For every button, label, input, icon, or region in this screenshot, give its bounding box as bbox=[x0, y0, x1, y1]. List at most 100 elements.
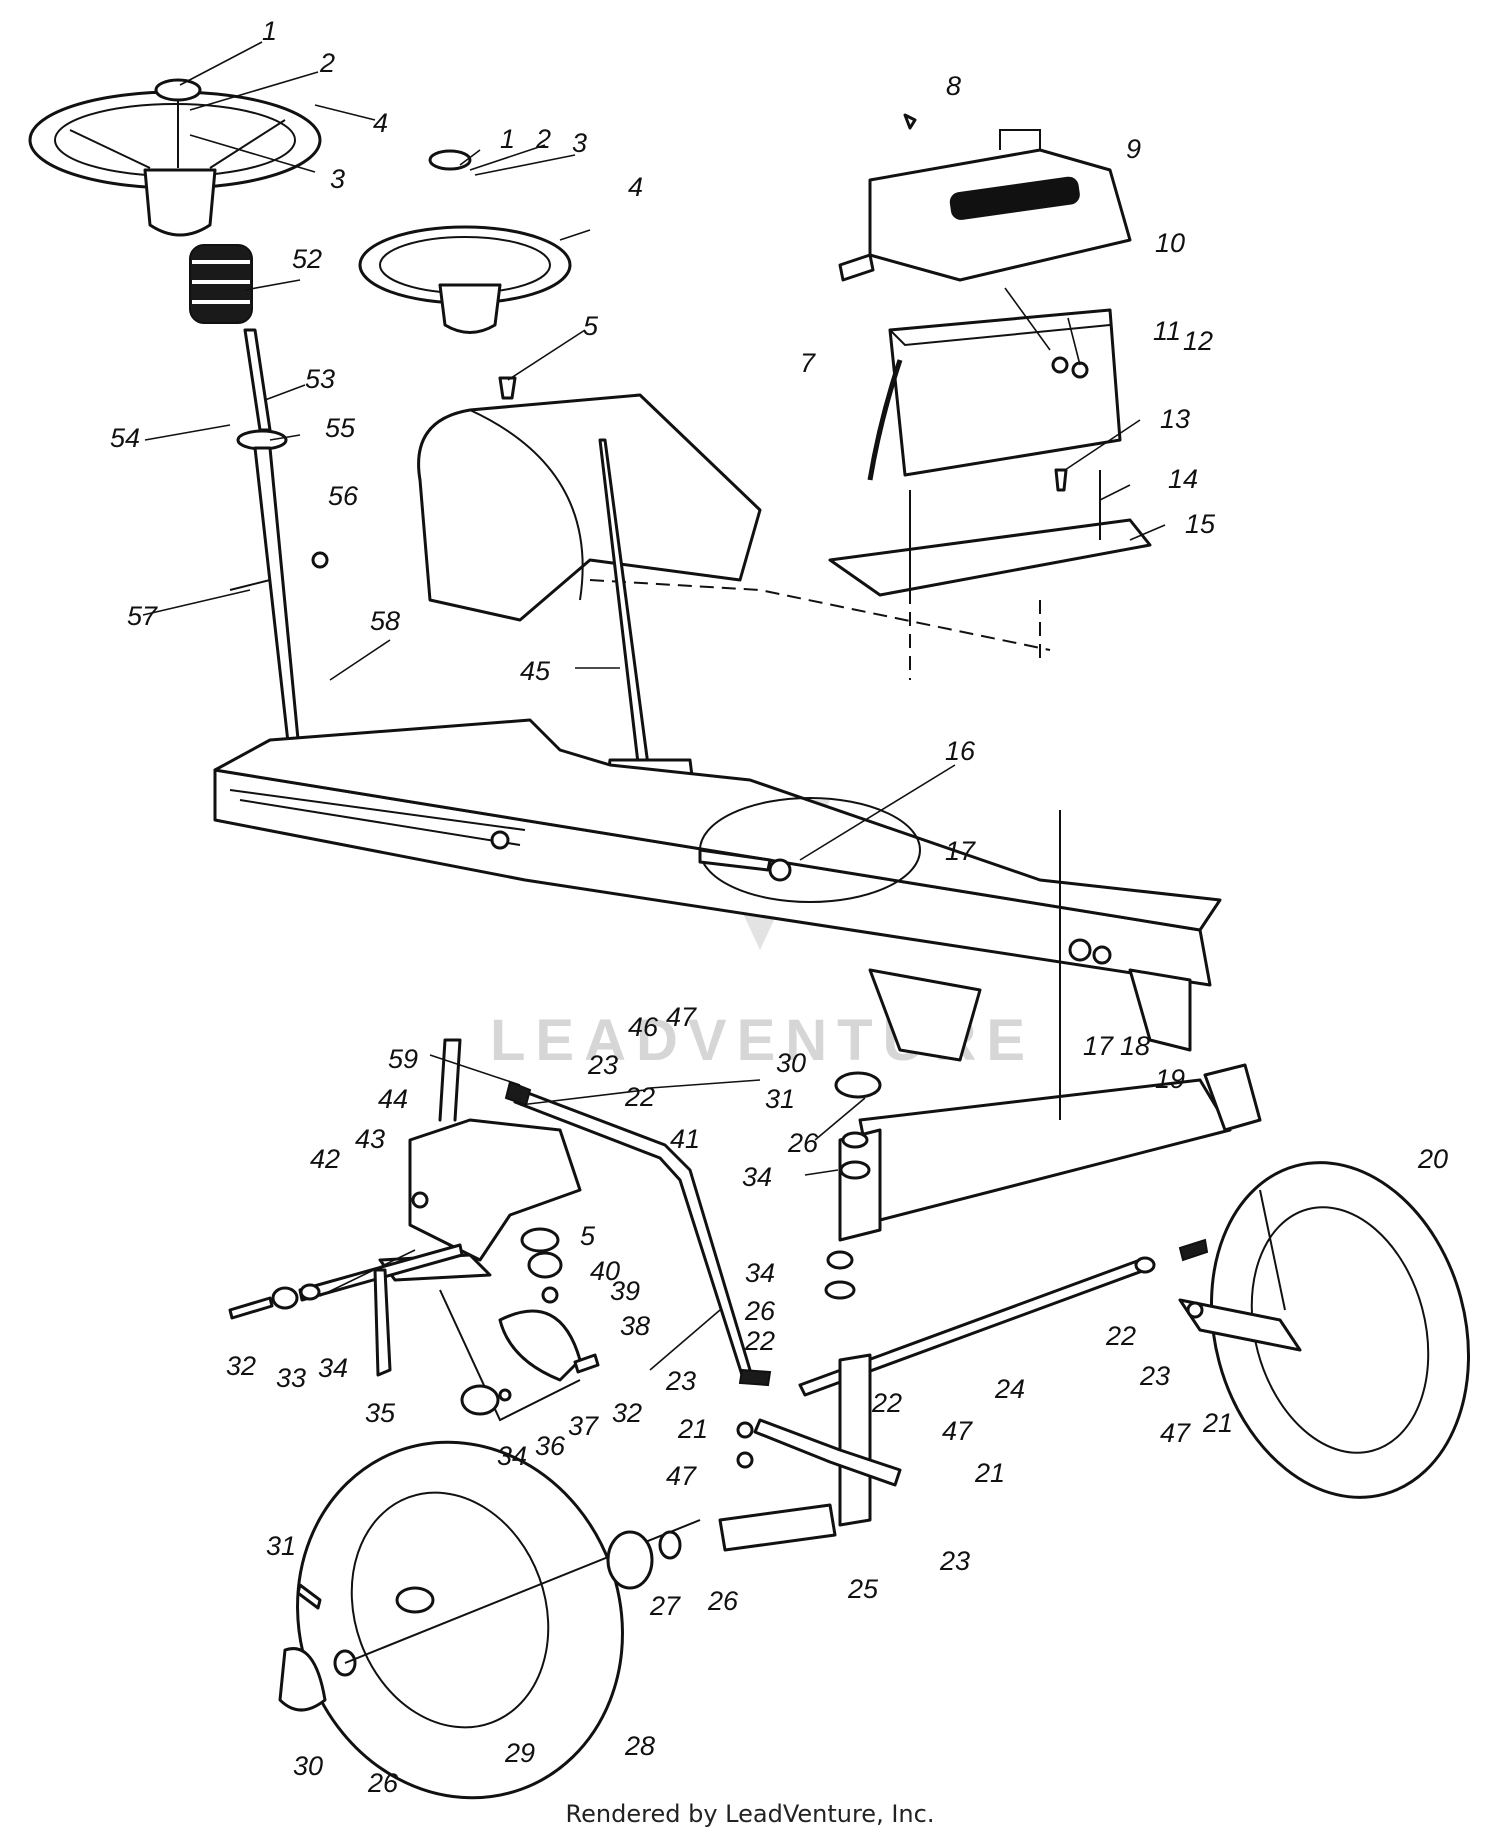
callout-32: 32 bbox=[226, 1351, 256, 1381]
callout-33: 33 bbox=[276, 1363, 306, 1393]
callout-28: 28 bbox=[624, 1731, 655, 1761]
callout-26: 26 bbox=[367, 1768, 399, 1798]
callout-26: 26 bbox=[744, 1296, 776, 1326]
callout-5: 5 bbox=[580, 1221, 596, 1251]
callout-11: 11 bbox=[1153, 316, 1181, 346]
callout-22: 22 bbox=[1105, 1321, 1136, 1351]
callout-37: 37 bbox=[568, 1411, 599, 1441]
spindle-left bbox=[718, 1353, 902, 1552]
callout-21: 21 bbox=[1202, 1408, 1233, 1438]
callout-17: 17 bbox=[945, 836, 976, 866]
callout-3: 3 bbox=[572, 128, 587, 158]
callout-14: 14 bbox=[1168, 464, 1198, 494]
chassis-frame bbox=[213, 718, 1222, 1062]
axle-spindle-bushings bbox=[824, 1071, 882, 1300]
battery-cover bbox=[868, 113, 1132, 282]
steering-spring bbox=[189, 244, 253, 324]
callout-26: 26 bbox=[787, 1128, 819, 1158]
callout-10: 10 bbox=[1155, 228, 1185, 258]
callout-29: 29 bbox=[504, 1738, 535, 1768]
callout-7: 7 bbox=[800, 348, 816, 378]
tie-rod bbox=[798, 1238, 1209, 1397]
callout-23: 23 bbox=[665, 1366, 696, 1396]
callout-19: 19 bbox=[1155, 1064, 1185, 1094]
callout-23: 23 bbox=[939, 1546, 970, 1576]
callout-25: 25 bbox=[847, 1574, 879, 1604]
drag-link bbox=[504, 1080, 772, 1387]
callout-41: 41 bbox=[670, 1124, 700, 1154]
callout-15: 15 bbox=[1185, 509, 1216, 539]
callout-53: 53 bbox=[305, 364, 335, 394]
callout-56: 56 bbox=[328, 481, 359, 511]
callout-30: 30 bbox=[293, 1751, 323, 1781]
parts-diagram: LEADVENTURE bbox=[28, 16, 1471, 1800]
callout-27: 27 bbox=[649, 1591, 681, 1621]
callout-2: 2 bbox=[319, 48, 335, 78]
callout-4: 4 bbox=[628, 172, 643, 202]
callout-57: 57 bbox=[127, 601, 158, 631]
callout-52: 52 bbox=[292, 244, 322, 274]
callout-4: 4 bbox=[373, 108, 388, 138]
callout-34: 34 bbox=[318, 1353, 348, 1383]
callout-12: 12 bbox=[1183, 326, 1213, 356]
callout-46: 46 bbox=[628, 1012, 659, 1042]
callout-47: 47 bbox=[666, 1002, 697, 1032]
callout-9: 9 bbox=[1126, 134, 1141, 164]
callout-16: 16 bbox=[945, 736, 976, 766]
callout-21: 21 bbox=[974, 1458, 1005, 1488]
callout-3: 3 bbox=[330, 164, 345, 194]
callout-1: 1 bbox=[500, 124, 515, 154]
callout-2: 2 bbox=[535, 124, 551, 154]
callout-31: 31 bbox=[266, 1531, 296, 1561]
callout-43: 43 bbox=[355, 1124, 385, 1154]
callout-59: 59 bbox=[388, 1044, 418, 1074]
callout-23: 23 bbox=[1139, 1361, 1170, 1391]
steering-gear bbox=[439, 1227, 600, 1422]
callout-58: 58 bbox=[370, 606, 400, 636]
callout-17: 17 bbox=[1083, 1031, 1114, 1061]
callout-44: 44 bbox=[378, 1084, 408, 1114]
callout-30: 30 bbox=[776, 1048, 806, 1078]
front-axle bbox=[838, 810, 1262, 1242]
callout-5: 5 bbox=[583, 311, 599, 341]
callout-47: 47 bbox=[942, 1416, 973, 1446]
callout-55: 55 bbox=[325, 413, 356, 443]
callout-23: 23 bbox=[587, 1050, 618, 1080]
callouts: 1 2 3 4 1 2 3 4 5 7 8 9 10 11 12 13 14 1… bbox=[110, 16, 1448, 1798]
callout-22: 22 bbox=[871, 1388, 902, 1418]
callout-leaders bbox=[142, 41, 1166, 1371]
callout-36: 36 bbox=[535, 1431, 566, 1461]
callout-39: 39 bbox=[610, 1276, 640, 1306]
callout-18: 18 bbox=[1120, 1031, 1150, 1061]
callout-42: 42 bbox=[310, 1144, 340, 1174]
footer-credit: Rendered by LeadVenture, Inc. bbox=[565, 1800, 935, 1828]
steering-wheel-small bbox=[358, 149, 572, 400]
steering-wheel-large bbox=[28, 78, 322, 237]
callout-45: 45 bbox=[520, 656, 551, 686]
callout-35: 35 bbox=[365, 1398, 396, 1428]
callout-32: 32 bbox=[612, 1398, 642, 1428]
callout-38: 38 bbox=[620, 1311, 650, 1341]
callout-22: 22 bbox=[624, 1082, 655, 1112]
callout-34: 34 bbox=[745, 1258, 775, 1288]
callout-34: 34 bbox=[497, 1441, 527, 1471]
callout-26: 26 bbox=[707, 1586, 739, 1616]
callout-1: 1 bbox=[262, 16, 277, 46]
callout-21: 21 bbox=[677, 1414, 708, 1444]
callout-24: 24 bbox=[994, 1374, 1025, 1404]
callout-8: 8 bbox=[946, 71, 961, 101]
callout-47: 47 bbox=[1160, 1418, 1191, 1448]
callout-22: 22 bbox=[744, 1326, 775, 1356]
callout-20: 20 bbox=[1417, 1144, 1448, 1174]
callout-13: 13 bbox=[1160, 404, 1190, 434]
battery bbox=[838, 253, 1122, 492]
callout-31: 31 bbox=[765, 1084, 795, 1114]
wheel-left bbox=[278, 1440, 701, 1800]
callout-40: 40 bbox=[590, 1256, 620, 1286]
callout-34: 34 bbox=[742, 1162, 772, 1192]
callout-54: 54 bbox=[110, 423, 140, 453]
wheel-right bbox=[1178, 1161, 1471, 1499]
dash-panel bbox=[417, 393, 1051, 651]
battery-tray bbox=[828, 470, 1152, 680]
callout-47: 47 bbox=[666, 1461, 697, 1491]
